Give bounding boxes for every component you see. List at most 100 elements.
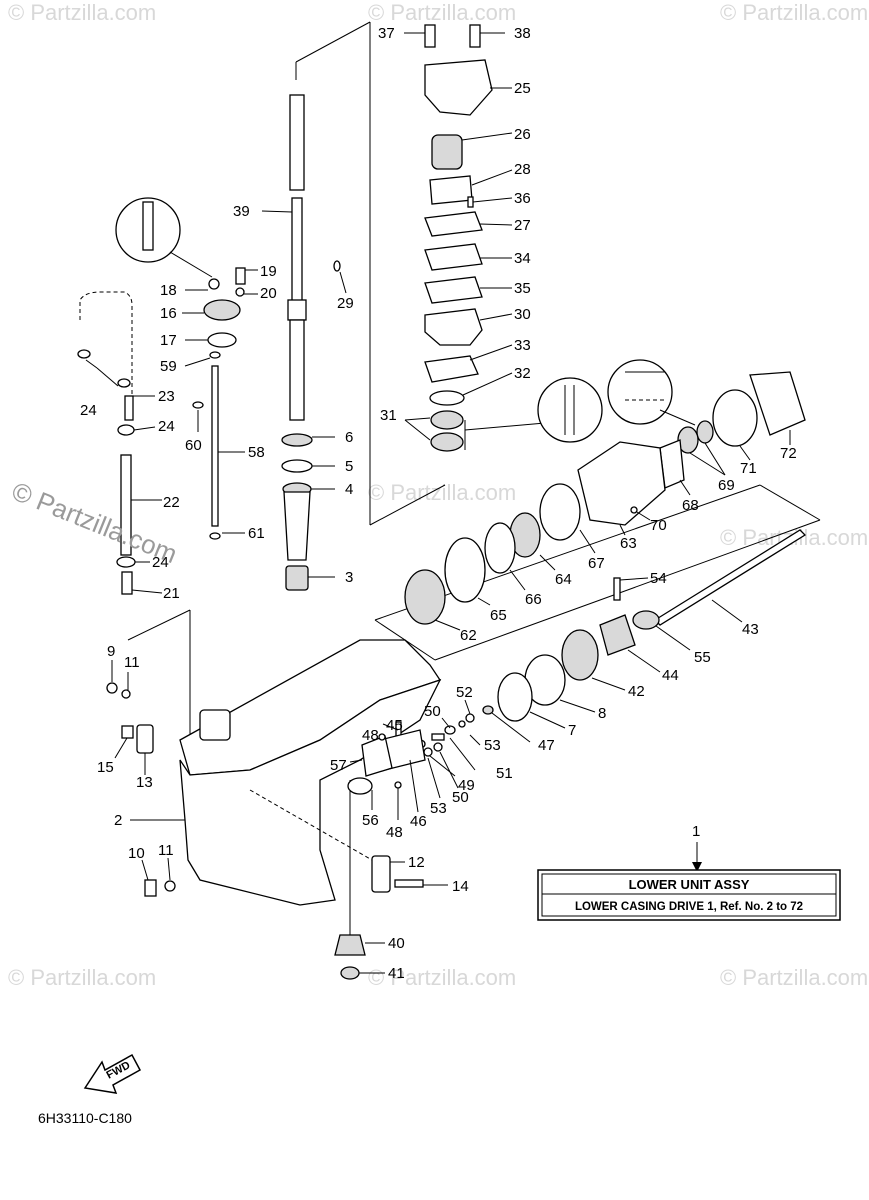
callout-15[interactable]: 15 — [97, 759, 114, 776]
callout-23[interactable]: 23 — [158, 388, 175, 405]
callout-59[interactable]: 59 — [160, 358, 177, 375]
callout-44[interactable]: 44 — [662, 667, 679, 684]
clip-part-60 — [192, 401, 204, 409]
callout-48-a[interactable]: 48 — [362, 727, 379, 744]
callout-9[interactable]: 9 — [107, 643, 115, 660]
callout-72[interactable]: 72 — [780, 445, 797, 462]
callout-36[interactable]: 36 — [514, 190, 531, 207]
callout-37[interactable]: 37 — [378, 25, 395, 42]
water-tube-part-22 — [120, 454, 132, 556]
callout-13[interactable]: 13 — [136, 774, 153, 791]
callout-54[interactable]: 54 — [650, 570, 667, 587]
callout-51[interactable]: 51 — [496, 765, 513, 782]
callout-52[interactable]: 52 — [456, 684, 473, 701]
seal-part-69-a — [696, 420, 714, 444]
callout-49[interactable]: 49 — [458, 777, 475, 794]
callout-6[interactable]: 6 — [345, 429, 353, 446]
callout-47[interactable]: 47 — [538, 737, 555, 754]
watermark: © Partzilla.com — [368, 480, 516, 505]
gasket-part-33 — [424, 355, 479, 383]
callout-5[interactable]: 5 — [345, 458, 353, 475]
callout-53-b[interactable]: 53 — [430, 800, 447, 817]
callout-7[interactable]: 7 — [568, 722, 576, 739]
assembly-number[interactable]: 1 — [692, 823, 700, 840]
shim-part-7 — [497, 672, 533, 722]
callout-70[interactable]: 70 — [650, 517, 667, 534]
callout-18[interactable]: 18 — [160, 282, 177, 299]
callout-16[interactable]: 16 — [160, 305, 177, 322]
callout-24-b[interactable]: 24 — [158, 418, 175, 435]
clip-part-29 — [333, 260, 341, 272]
callout-43[interactable]: 43 — [742, 621, 759, 638]
callout-35[interactable]: 35 — [514, 280, 531, 297]
callout-19[interactable]: 19 — [260, 263, 277, 280]
callout-25[interactable]: 25 — [514, 80, 531, 97]
callout-56[interactable]: 56 — [362, 812, 379, 829]
callout-61[interactable]: 61 — [248, 525, 265, 542]
callout-40[interactable]: 40 — [388, 935, 405, 952]
callout-31[interactable]: 31 — [380, 407, 397, 424]
callout-69[interactable]: 69 — [718, 477, 735, 494]
assembly-subtitle: LOWER CASING DRIVE 1, Ref. No. 2 to 72 — [575, 901, 803, 913]
callout-10[interactable]: 10 — [128, 845, 145, 862]
callout-26[interactable]: 26 — [514, 126, 531, 143]
callout-33[interactable]: 33 — [514, 337, 531, 354]
clutch-dog-part-44 — [599, 614, 636, 656]
drive-shaft — [291, 197, 303, 309]
oil-seal-part-31b — [430, 432, 464, 452]
callout-65[interactable]: 65 — [490, 607, 507, 624]
callout-53-a[interactable]: 53 — [484, 737, 501, 754]
callout-14[interactable]: 14 — [452, 878, 469, 895]
callout-2[interactable]: 2 — [114, 812, 122, 829]
callout-21[interactable]: 21 — [163, 585, 180, 602]
callout-58[interactable]: 58 — [248, 444, 265, 461]
callout-12[interactable]: 12 — [408, 854, 425, 871]
callout-50-b[interactable]: 50 — [452, 789, 469, 806]
callout-layer: 37 38 25 26 28 36 27 34 35 30 33 32 31 3… — [80, 25, 797, 982]
callout-8[interactable]: 8 — [598, 705, 606, 722]
pinion-part-40 — [334, 934, 366, 956]
callout-20[interactable]: 20 — [260, 285, 277, 302]
callout-66[interactable]: 66 — [525, 591, 542, 608]
callout-34[interactable]: 34 — [514, 250, 531, 267]
callout-27[interactable]: 27 — [514, 217, 531, 234]
plate-part-13 — [136, 724, 154, 754]
callout-57[interactable]: 57 — [330, 757, 347, 774]
callout-39[interactable]: 39 — [233, 203, 250, 220]
callout-62[interactable]: 62 — [460, 627, 477, 644]
callout-68[interactable]: 68 — [682, 497, 699, 514]
o-ring-part-17 — [207, 332, 237, 348]
callout-28[interactable]: 28 — [514, 161, 531, 178]
callout-60[interactable]: 60 — [185, 437, 202, 454]
callout-64[interactable]: 64 — [555, 571, 572, 588]
nipple-part-23 — [124, 395, 134, 421]
callout-48-b[interactable]: 48 — [386, 824, 403, 841]
callout-11-b[interactable]: 11 — [158, 842, 174, 859]
callout-63[interactable]: 63 — [620, 535, 637, 552]
callout-24-c[interactable]: 24 — [152, 554, 169, 571]
callout-55[interactable]: 55 — [694, 649, 711, 666]
callout-22[interactable]: 22 — [163, 494, 180, 511]
gasket-part-27 — [424, 211, 483, 237]
callout-50-a[interactable]: 50 — [424, 703, 441, 720]
callout-71[interactable]: 71 — [740, 460, 757, 477]
callout-32[interactable]: 32 — [514, 365, 531, 382]
callout-11-a[interactable]: 11 — [124, 654, 140, 671]
callout-42[interactable]: 42 — [628, 683, 645, 700]
callout-46[interactable]: 46 — [410, 813, 427, 830]
callout-4[interactable]: 4 — [345, 481, 353, 498]
callout-38[interactable]: 38 — [514, 25, 531, 42]
lower-casing-group — [106, 639, 448, 980]
callout-29[interactable]: 29 — [337, 295, 354, 312]
callout-17[interactable]: 17 — [160, 332, 177, 349]
callout-24-a[interactable]: 24 — [80, 402, 97, 419]
callout-67[interactable]: 67 — [588, 555, 605, 572]
callout-41[interactable]: 41 — [388, 965, 405, 982]
callout-30[interactable]: 30 — [514, 306, 531, 323]
ring-part-53-b — [423, 747, 433, 757]
callout-3[interactable]: 3 — [345, 569, 353, 586]
callout-45[interactable]: 45 — [386, 717, 403, 734]
trim-tab-part-12 — [371, 855, 391, 893]
shim-part-65 — [444, 537, 486, 603]
pin-part-70 — [630, 506, 638, 514]
